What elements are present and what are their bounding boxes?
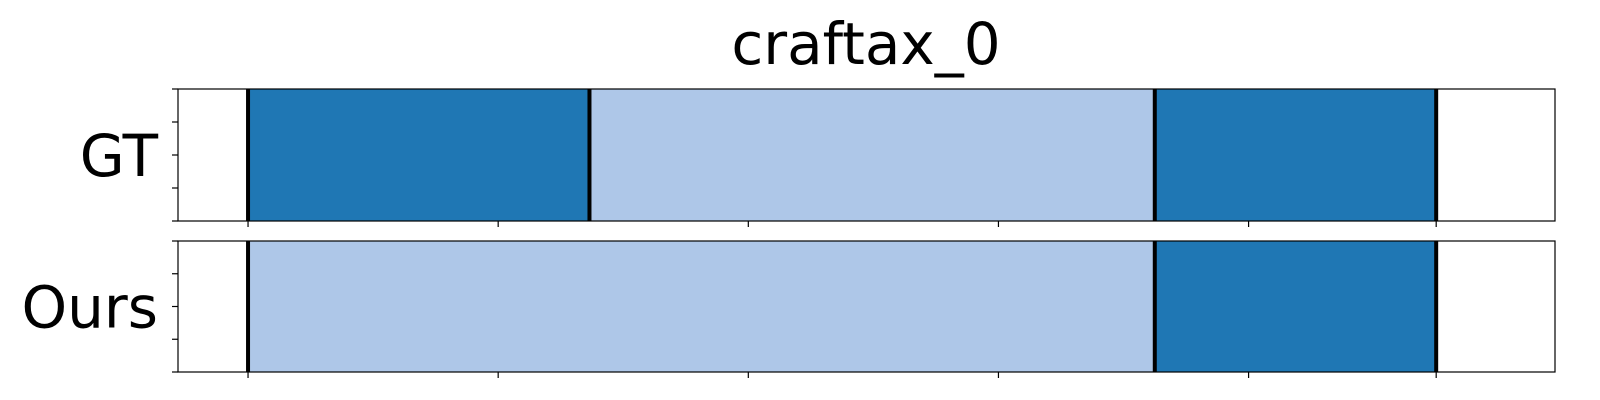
segment-ours-0 bbox=[248, 241, 1155, 372]
row-label-gt: GT bbox=[80, 122, 159, 190]
segment-gt-2 bbox=[1154, 89, 1437, 221]
segment-gt-0 bbox=[248, 89, 590, 221]
panels-group: GT Ours bbox=[22, 88, 1556, 378]
segment-gt-1 bbox=[589, 89, 1155, 221]
row-label-ours: Ours bbox=[22, 274, 158, 342]
chart-title: craftax_0 bbox=[731, 10, 1000, 78]
segment-ours-1 bbox=[1154, 241, 1437, 372]
